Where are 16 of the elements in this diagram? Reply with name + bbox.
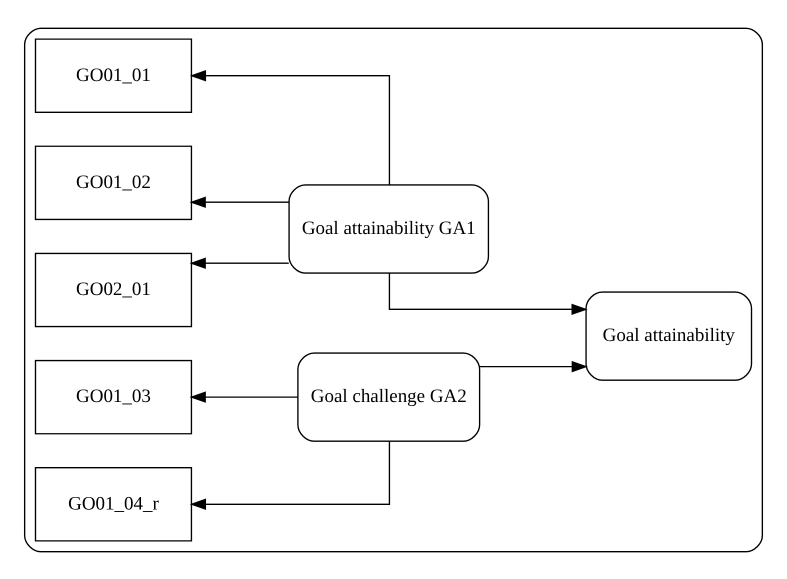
node-box: GO02_01 xyxy=(34,252,192,327)
node-box: GO01_01 xyxy=(34,38,192,113)
node-box: GO01_03 xyxy=(34,359,192,434)
arrow xyxy=(480,360,588,372)
node-box: Goal attainability GA1 xyxy=(288,184,490,274)
arrow xyxy=(190,70,390,184)
node-box: GO01_02 xyxy=(34,145,192,220)
arrow xyxy=(190,196,289,208)
arrow xyxy=(190,440,390,510)
node-box: GO01_04_r xyxy=(34,466,192,542)
cluster xyxy=(24,27,764,552)
arrow xyxy=(190,257,289,268)
node-box: Goal attainability xyxy=(585,290,752,380)
arrow xyxy=(190,390,298,402)
node-box: Goal challenge GA2 xyxy=(297,352,480,442)
arrow xyxy=(388,272,588,315)
